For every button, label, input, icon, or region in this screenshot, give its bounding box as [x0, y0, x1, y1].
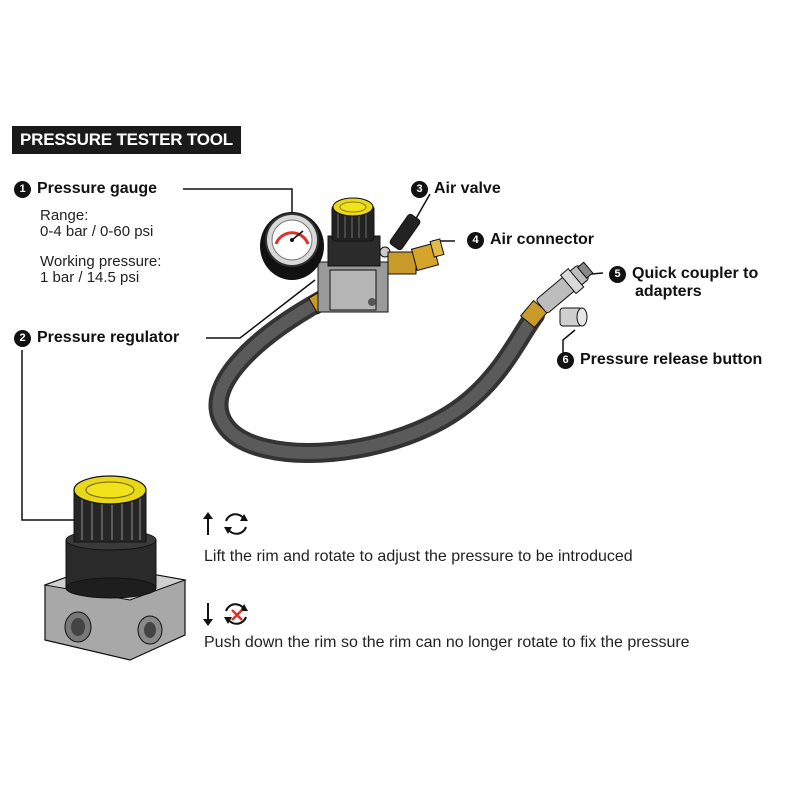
callout-number: 6 [557, 351, 574, 369]
callout-air-connector: 4 Air connector [467, 231, 594, 249]
regulator-assembly [317, 197, 389, 313]
lift-icons [202, 511, 254, 542]
gauge-working-note: Working pressure: 1 bar / 14.5 psi [40, 254, 161, 286]
callout-pressure-regulator: 2 Pressure regulator [14, 329, 179, 347]
arrow-up-icon [203, 512, 213, 535]
callout-number: 5 [609, 265, 626, 283]
callout-pressure-gauge: 1 Pressure gauge [14, 180, 157, 198]
quick-coupler [536, 261, 594, 314]
pressure-release-button [559, 307, 588, 327]
working-pressure-value: 1 bar / 14.5 psi [40, 269, 140, 286]
air-connector [387, 238, 445, 275]
callout-number: 3 [411, 180, 428, 198]
regulator-closeup [43, 475, 187, 661]
callout-label: Quick coupler to [632, 265, 759, 282]
no-rotate-icon [224, 603, 248, 625]
callout-pressure-release-button: 6 Pressure release button [557, 351, 762, 369]
callout-label: Pressure release button [580, 351, 763, 368]
working-pressure-label: Working pressure: [40, 253, 162, 270]
page-title: PRESSURE TESTER TOOL [12, 126, 241, 154]
push-icons [202, 601, 254, 632]
instruction-push: Push down the rim so the rim can no long… [204, 634, 690, 651]
gauge-range-note: Range: 0-4 bar / 0-60 psi [40, 208, 153, 240]
callout-label: Pressure gauge [37, 180, 158, 197]
callout-number: 1 [14, 180, 31, 198]
callout-label: Air connector [490, 231, 595, 248]
callout-number: 4 [467, 231, 484, 249]
range-label: Range: [40, 207, 89, 224]
range-value: 0-4 bar / 0-60 psi [40, 223, 154, 240]
callout-air-valve: 3 Air valve [411, 180, 501, 198]
instruction-lift: Lift the rim and rotate to adjust the pr… [204, 548, 633, 565]
leader-lines [21, 188, 604, 521]
callout-number: 2 [14, 329, 31, 347]
callout-quick-coupler: 5 Quick coupler to adapters [609, 265, 758, 301]
callout-label: Pressure regulator [37, 329, 180, 346]
arrow-down-icon [203, 603, 213, 626]
pressure-gauge [260, 212, 324, 280]
callout-label: Air valve [434, 180, 501, 197]
callout-label-line2: adapters [635, 283, 702, 301]
rotate-icon [224, 513, 248, 535]
